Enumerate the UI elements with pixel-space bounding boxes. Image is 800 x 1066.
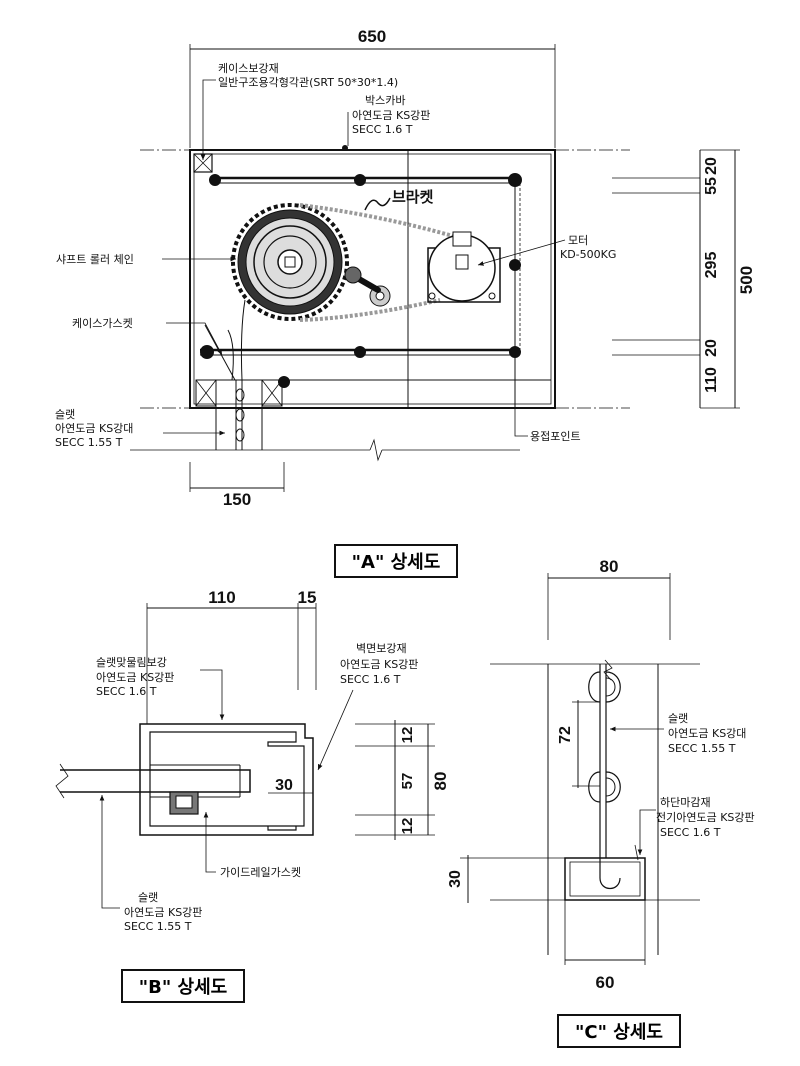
label-slat: 슬랫 (55, 408, 75, 421)
dim-b-12-bottom: 12 (399, 818, 416, 835)
label-b-slat-spec: SECC 1.55 T (124, 920, 192, 933)
dim-b-12-top: 12 (399, 727, 416, 744)
label-bracket: 브라켓 (392, 188, 434, 206)
label-c-slat-material: 아연도금 KS강대 (668, 727, 746, 740)
title-b: "B" 상세도 (139, 977, 227, 998)
dim-295: 295 (703, 252, 720, 279)
section-a-drawing: 650 (55, 27, 756, 578)
label-wall-reinforce-material: 아연도금 KS강판 (340, 658, 418, 671)
dim-b-57: 57 (399, 773, 416, 790)
dim-500: 500 (737, 266, 756, 294)
roller-chain (299, 203, 461, 240)
dim-c-30: 30 (447, 870, 464, 888)
bottom-finish-member (564, 857, 646, 901)
dim-c-80: 80 (600, 557, 619, 576)
case-outline (189, 149, 556, 409)
label-bottom-finish-spec: SECC 1.6 T (660, 826, 721, 839)
label-wall-reinforce-spec: SECC 1.6 T (340, 673, 401, 686)
label-bottom-finish: 하단마감재 (660, 795, 711, 809)
label-c-slat-spec: SECC 1.55 T (668, 742, 736, 755)
label-motor: 모터 (568, 234, 588, 247)
label-guide-gasket: 가이드레일가스켓 (220, 865, 301, 879)
label-case-gasket: 케이스가스켓 (72, 317, 133, 330)
dim-55: 55 (703, 177, 720, 195)
label-slat-reinforce: 슬랫맞물림보강 (96, 656, 167, 669)
section-c-drawing: 80 72 30 60 슬랫 아연도 (447, 557, 755, 1048)
dim-b-15: 15 (298, 588, 317, 607)
title-box-b (121, 969, 245, 1003)
label-case-reinforce: 케이스보강재 (218, 62, 279, 75)
dim-b-110: 110 (208, 588, 235, 607)
label-boxbar-material: 아연도금 KS강판 (352, 109, 430, 122)
label-b-slat: 슬랫 (138, 891, 158, 904)
label-case-reinforce-spec: 일반구조용각형각관(SRT 50*30*1.4) (218, 75, 398, 89)
dim-20-top: 20 (703, 157, 720, 175)
section-b-drawing: 110 15 30 12 57 12 80 슬랫맞물림보강 아연도금 KS강판 … (55, 588, 450, 1003)
motor-symbol (427, 231, 501, 303)
label-motor-model: KD-500KG (560, 248, 616, 261)
label-b-slat-material: 아연도금 KS강판 (124, 906, 202, 919)
label-slat-material: 아연도금 KS강대 (55, 422, 133, 435)
title-a: "A" 상세도 (352, 552, 441, 573)
dim-c-72: 72 (557, 726, 574, 744)
dim-b-30: 30 (275, 777, 293, 794)
guide-rail-outline (139, 723, 314, 836)
dim-c-60: 60 (596, 973, 615, 992)
label-weld-point: 용접포인트 (530, 430, 581, 443)
dim-150: 150 (223, 490, 251, 509)
label-slat-reinforce-spec: SECC 1.6 T (96, 685, 157, 698)
title-box-a (334, 544, 458, 578)
label-wall-reinforce: 벽면보강재 (356, 642, 407, 655)
title-box-c (557, 1014, 681, 1048)
weld-points (200, 145, 522, 388)
dim-650: 650 (358, 27, 386, 46)
sprocket-gear (231, 203, 349, 321)
label-bottom-finish-material: 전기아연도금 KS강판 (656, 811, 755, 824)
label-boxbar-spec: SECC 1.6 T (352, 123, 413, 136)
label-slat-spec: SECC 1.55 T (55, 436, 123, 449)
dim-b-80: 80 (431, 772, 450, 791)
title-c: "C" 상세도 (575, 1022, 663, 1043)
label-shaft-chain: 샤프트 롤러 체인 (56, 253, 134, 266)
dim-20-bottom: 20 (703, 339, 720, 357)
label-slat-reinforce-material: 아연도금 KS강판 (96, 671, 174, 684)
label-boxbar: 박스카바 (365, 94, 405, 107)
dim-110: 110 (703, 367, 720, 393)
label-c-slat: 슬랫 (668, 712, 688, 725)
